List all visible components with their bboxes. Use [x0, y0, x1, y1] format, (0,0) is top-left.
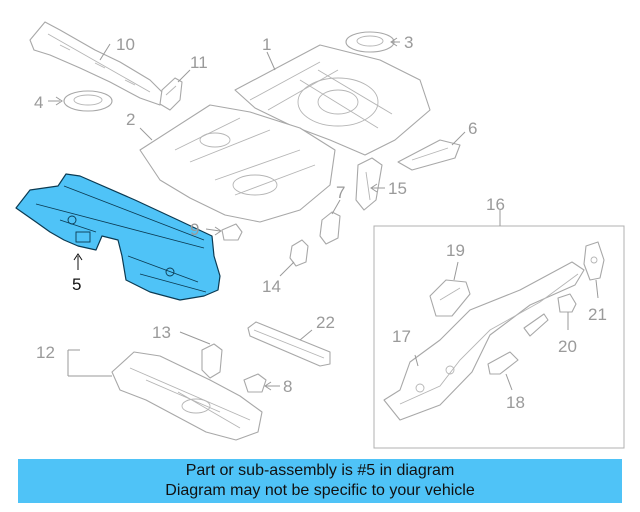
- callout-5: 5: [72, 275, 81, 294]
- part-1-drawing[interactable]: [234, 44, 431, 156]
- part-2-drawing[interactable]: [139, 104, 336, 223]
- leader-11: [177, 69, 191, 83]
- leader-10: [99, 43, 111, 61]
- caption-line-2: Diagram may not be specific to your vehi…: [165, 482, 475, 499]
- part-9-drawing[interactable]: [221, 223, 243, 241]
- callout-21: 21: [588, 305, 607, 324]
- leader-14: [279, 261, 295, 277]
- part-20-drawing[interactable]: [557, 293, 577, 313]
- leader-17: [414, 354, 419, 367]
- callout-8: 8: [283, 377, 292, 396]
- callout-20: 20: [558, 337, 577, 356]
- part-18-drawing[interactable]: [487, 313, 549, 375]
- callout-3: 3: [404, 33, 413, 52]
- leader-18: [505, 373, 513, 391]
- callout-19: 19: [446, 241, 465, 260]
- part-8-drawing[interactable]: [243, 373, 267, 393]
- leader-2: [139, 127, 153, 141]
- part-6-drawing[interactable]: [397, 139, 461, 171]
- part-4-drawing[interactable]: [63, 90, 113, 112]
- callout-4: 4: [34, 93, 43, 112]
- part-21-drawing[interactable]: [583, 241, 605, 281]
- arrow-5: [73, 253, 83, 261]
- part-17-drawing[interactable]: [383, 261, 585, 421]
- part-19-drawing[interactable]: [429, 279, 471, 317]
- sub-assembly-16-box: [373, 225, 625, 449]
- arrow-8: [264, 381, 272, 391]
- callout-17: 17: [392, 327, 411, 346]
- leader-12: [67, 349, 112, 377]
- arrow-4: [55, 96, 63, 106]
- part-3-drawing[interactable]: [345, 31, 395, 53]
- callout-18: 18: [506, 393, 525, 412]
- callout-14: 14: [262, 277, 281, 296]
- callout-15: 15: [388, 179, 407, 198]
- leader-19: [453, 261, 459, 281]
- part-15-drawing[interactable]: [355, 157, 383, 211]
- part-12-drawing[interactable]: [111, 351, 263, 441]
- part-13-drawing[interactable]: [201, 343, 223, 379]
- callout-12: 12: [36, 343, 55, 362]
- part-5-drawing[interactable]: [15, 173, 221, 301]
- arrow-15: [370, 183, 378, 193]
- leader-21: [595, 279, 599, 299]
- callout-22: 22: [316, 313, 335, 332]
- leader-7: [331, 199, 341, 215]
- part-22-drawing[interactable]: [247, 321, 331, 367]
- callout-13: 13: [152, 323, 171, 342]
- leader-13: [179, 331, 211, 345]
- part-14-drawing[interactable]: [289, 239, 309, 267]
- leader-22: [299, 329, 313, 341]
- part-11-drawing[interactable]: [159, 77, 183, 111]
- callout-11: 11: [190, 53, 208, 72]
- callout-1: 1: [262, 35, 271, 54]
- part-7-drawing[interactable]: [319, 211, 341, 245]
- arrow-3: [390, 37, 398, 47]
- callout-10: 10: [116, 35, 135, 54]
- callout-16: 16: [486, 195, 505, 214]
- callout-2: 2: [126, 110, 135, 129]
- caption-banner: Part or sub-assembly is #5 in diagram Di…: [18, 459, 622, 503]
- leader-9: [205, 228, 221, 232]
- callout-6: 6: [468, 119, 477, 138]
- caption-line-1: Part or sub-assembly is #5 in diagram: [185, 462, 455, 479]
- leader-6: [451, 131, 466, 146]
- callout-9: 9: [190, 220, 199, 239]
- leader-1: [266, 51, 276, 71]
- callout-7: 7: [336, 183, 345, 202]
- arrow-9: [214, 226, 222, 236]
